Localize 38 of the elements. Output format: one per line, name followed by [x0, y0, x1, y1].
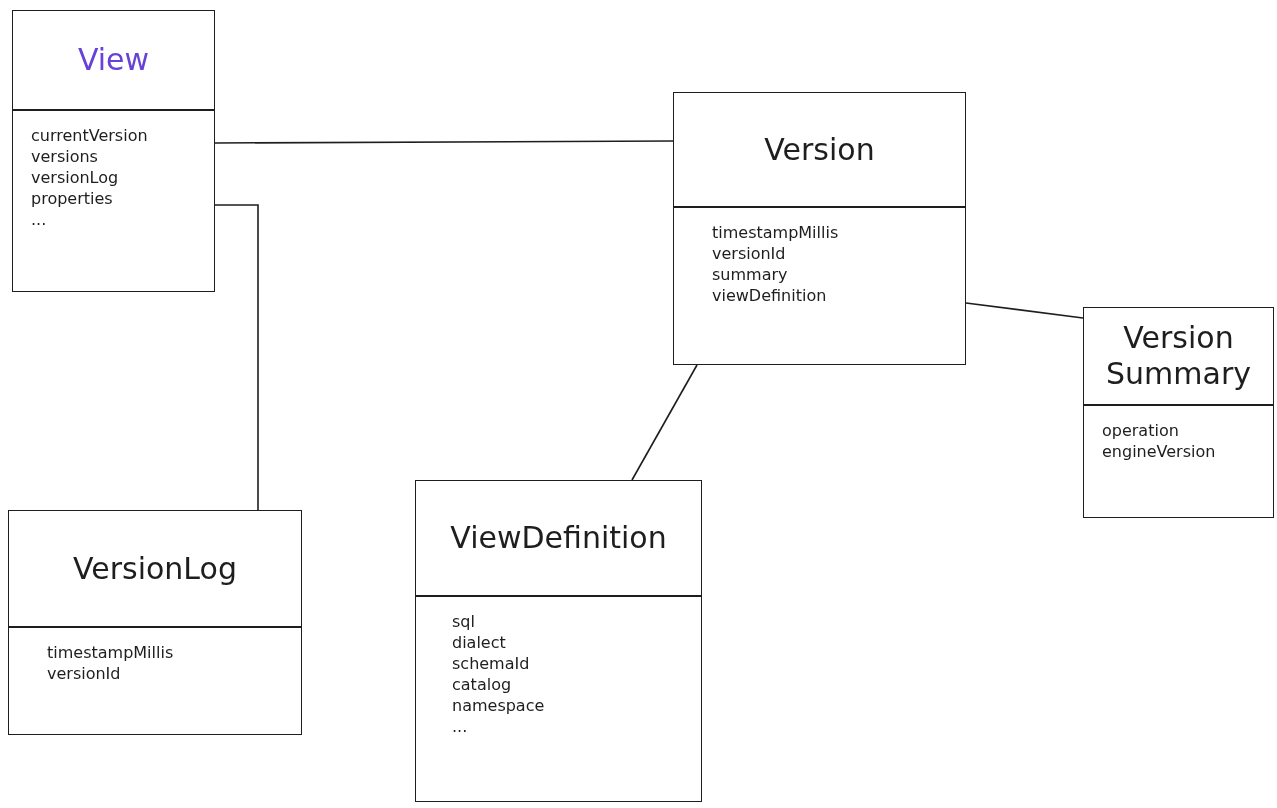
class-attributes-box	[8, 627, 302, 735]
attribute-name: engineVersion	[1102, 441, 1216, 462]
attribute-name: versionLog	[31, 167, 119, 188]
attribute-name: sql	[452, 611, 475, 632]
class-header-box	[415, 480, 702, 596]
attribute-name: viewDefinition	[712, 285, 827, 306]
attribute-name: versionId	[712, 243, 786, 264]
class-name: Version Summary	[1105, 320, 1252, 392]
attribute-name: versions	[31, 146, 98, 167]
class-header-box	[12, 10, 215, 110]
class-attributes-box	[415, 596, 702, 802]
class-name: Version	[764, 131, 875, 168]
attribute-name: properties	[31, 188, 113, 209]
attribute-name: currentVersion	[31, 125, 148, 146]
attribute-name: dialect	[452, 632, 506, 653]
attribute-name: catalog	[452, 674, 512, 695]
class-name: VersionLog	[73, 550, 237, 587]
attribute-name: timestampMillis	[47, 642, 174, 663]
class-name: ViewDefinition	[450, 520, 667, 556]
attribute-name: ...	[31, 209, 47, 230]
class-attributes-box	[12, 110, 215, 292]
connector-line	[631, 364, 698, 481]
class-header-box	[673, 92, 966, 207]
class-header-box	[8, 510, 302, 627]
attribute-name: summary	[712, 264, 788, 285]
connector-line	[214, 204, 259, 511]
class-header-box	[1083, 307, 1274, 405]
class-name: View	[77, 42, 150, 78]
attribute-name: schemaId	[452, 653, 530, 674]
attribute-name: versionId	[47, 663, 121, 684]
connector-line	[965, 302, 1084, 319]
attribute-name: ...	[452, 716, 468, 737]
attribute-name: operation	[1102, 420, 1179, 441]
class-attributes-box	[673, 207, 966, 365]
class-attributes-box	[1083, 405, 1274, 518]
connector-line	[214, 140, 674, 144]
attribute-name: namespace	[452, 695, 545, 716]
attribute-name: timestampMillis	[712, 222, 839, 243]
